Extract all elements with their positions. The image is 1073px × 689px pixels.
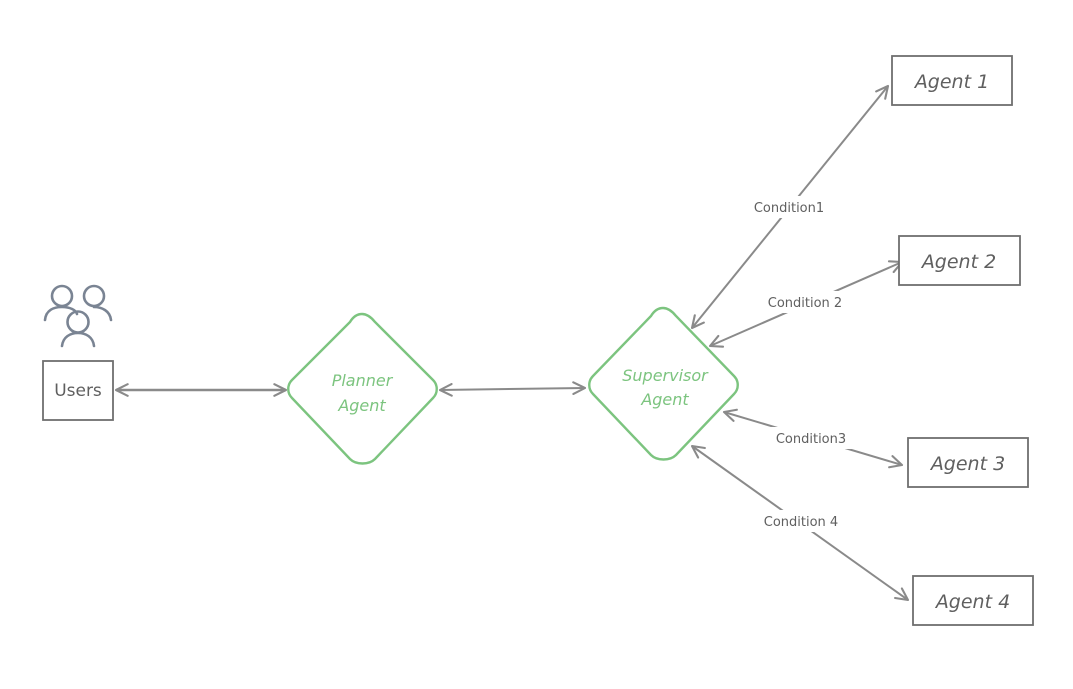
supervisor-label-line2: Agent bbox=[640, 390, 689, 409]
agent1-node[interactable]: Agent 1 bbox=[891, 55, 1013, 106]
agent2-node[interactable]: Agent 2 bbox=[898, 235, 1021, 286]
agent1-label: Agent 1 bbox=[913, 71, 989, 93]
supervisor-label-line1: Supervisor bbox=[622, 366, 709, 385]
edge-supervisor-agent3: Condition3 bbox=[722, 408, 904, 469]
edge-supervisor-agent2: Condition 2 bbox=[708, 260, 904, 348]
planner-label-line1: Planner bbox=[332, 371, 394, 390]
supervisor-agent-node[interactable]: Supervisor Agent bbox=[588, 306, 739, 461]
condition1-label: Condition1 bbox=[754, 201, 824, 216]
planner-label-line2: Agent bbox=[337, 396, 386, 415]
agent2-label: Agent 2 bbox=[920, 251, 996, 273]
agent4-label: Agent 4 bbox=[934, 591, 1010, 613]
edge-planner-supervisor bbox=[438, 381, 587, 397]
users-node[interactable]: Users bbox=[42, 360, 114, 421]
agent4-node[interactable]: Agent 4 bbox=[912, 575, 1034, 626]
users-label: Users bbox=[54, 381, 102, 401]
condition2-label: Condition 2 bbox=[768, 296, 842, 311]
agent3-node[interactable]: Agent 3 bbox=[907, 437, 1029, 488]
users-group-icon bbox=[43, 284, 113, 348]
edge-supervisor-agent4: Condition 4 bbox=[690, 444, 910, 602]
condition3-label: Condition3 bbox=[776, 432, 846, 447]
condition4-label: Condition 4 bbox=[764, 515, 838, 530]
planner-agent-node[interactable]: Planner Agent bbox=[287, 312, 438, 465]
agent3-label: Agent 3 bbox=[929, 453, 1005, 475]
